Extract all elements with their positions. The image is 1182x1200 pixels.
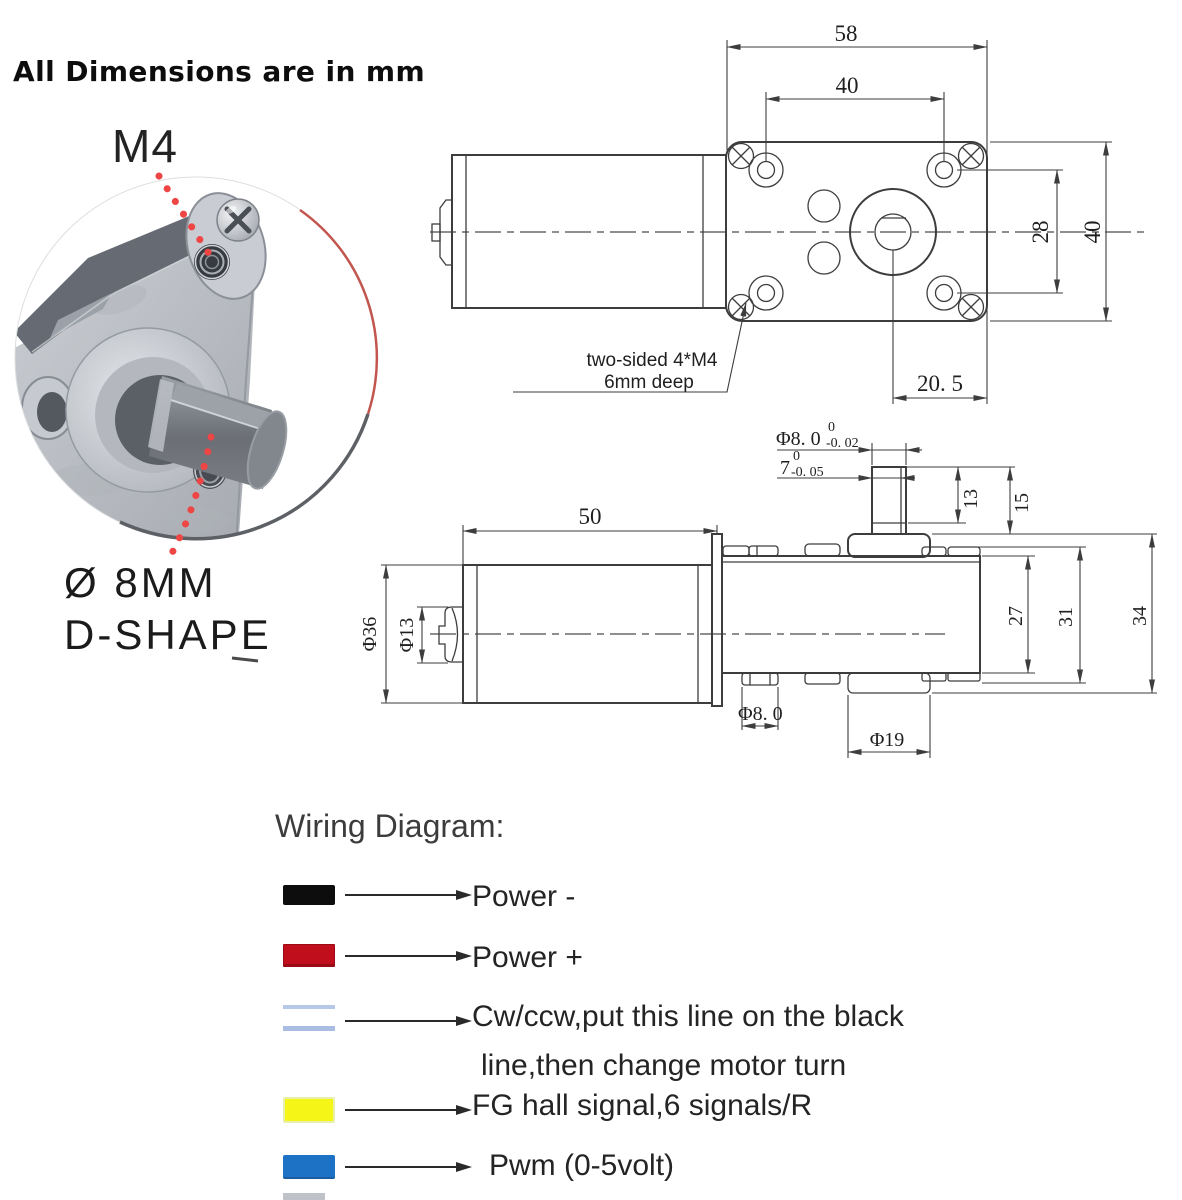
svg-text:15: 15 xyxy=(1011,493,1033,513)
dim-13: 13 xyxy=(906,466,1015,524)
dim-31: 31 xyxy=(958,546,1086,684)
m4-label: M4 xyxy=(112,120,178,172)
shaft-leader-dots xyxy=(168,433,215,557)
d-shaft xyxy=(148,376,288,490)
wire-arrow-blue xyxy=(345,1162,472,1172)
svg-text:0: 0 xyxy=(793,449,800,464)
wire-swatch-red xyxy=(283,944,335,967)
wire-swatch-yellow xyxy=(283,1097,335,1123)
svg-text:13: 13 xyxy=(960,489,982,509)
output-shaft-side xyxy=(871,466,907,535)
mounting-note: two-sided 4*M4 6mm deep xyxy=(513,302,747,393)
wire-arrow-red xyxy=(345,951,472,961)
front-view: 58 40 28 40 xyxy=(430,21,1148,404)
dim-28: 28 xyxy=(957,169,1063,294)
dim-58: 58 xyxy=(726,21,988,404)
svg-text:0: 0 xyxy=(828,420,835,435)
wire-arrow-white xyxy=(345,1016,472,1026)
technical-drawing: M4 Ø 8MM D-SHAPE xyxy=(14,21,1157,758)
svg-text:40: 40 xyxy=(1080,221,1105,244)
svg-text:31: 31 xyxy=(1055,607,1077,627)
wire-label-white-line1: Cw/ccw,put this line on the black xyxy=(472,1000,904,1033)
svg-text:6mm deep: 6mm deep xyxy=(604,372,694,393)
photo-rim-red-arc xyxy=(299,208,379,415)
rear-cap xyxy=(438,606,463,663)
wiring-heading: Wiring Diagram: xyxy=(275,808,505,844)
svg-text:Φ36: Φ36 xyxy=(359,617,381,652)
dim-shaft-dia: Φ8. 0 0 -0. 02 xyxy=(776,420,922,465)
wire-label-black: Power - xyxy=(472,880,576,913)
dim-50: 50 xyxy=(462,504,718,565)
svg-text:Φ8. 0: Φ8. 0 xyxy=(738,703,783,725)
svg-text:28: 28 xyxy=(1028,221,1053,244)
small-dash xyxy=(231,656,259,663)
wire-swatch-blue xyxy=(283,1155,335,1179)
svg-text:27: 27 xyxy=(1005,606,1027,626)
dim-bottom-hole: Φ8. 0 xyxy=(738,687,783,730)
side-view: 50 Φ36 Φ13 Φ8. 0 0 -0. 02 xyxy=(359,420,1157,758)
wire-label-yellow: FG hall signal,6 signals/R xyxy=(472,1089,813,1122)
dim-dia13: Φ13 xyxy=(396,606,448,664)
page-title: All Dimensions are in mm xyxy=(13,55,426,88)
corner-screws xyxy=(727,142,985,321)
dim-27: 27 xyxy=(982,555,1035,674)
dim-dia19: Φ19 xyxy=(847,695,931,758)
d-shaft-flat xyxy=(171,383,275,431)
wire-label-blue: Pwm (0-5volt) xyxy=(489,1149,675,1182)
product-photo xyxy=(15,177,377,539)
svg-text:50: 50 xyxy=(579,504,602,529)
m4-threaded-hole xyxy=(194,244,230,280)
svg-text:40: 40 xyxy=(836,73,859,98)
wire-arrow-black xyxy=(345,890,472,900)
svg-text:Φ19: Φ19 xyxy=(870,729,905,751)
wire-swatch-gray-partial xyxy=(283,1193,325,1200)
dim-dia36: Φ36 xyxy=(359,564,463,704)
svg-text:-0. 02: -0. 02 xyxy=(826,436,859,451)
svg-text:two-sided 4*M4: two-sided 4*M4 xyxy=(587,350,718,371)
top-edge-highlight xyxy=(50,293,112,338)
dim-shaft-flat: 7 0 -0. 05 xyxy=(777,449,915,481)
svg-text:-0. 05: -0. 05 xyxy=(791,465,824,480)
svg-text:34: 34 xyxy=(1129,606,1151,626)
dim-34: 34 xyxy=(932,533,1157,694)
wire-label-red: Power + xyxy=(472,941,583,974)
shaft-pedestal xyxy=(847,533,931,558)
shaft-size-label-line1: Ø 8MM xyxy=(64,559,217,606)
photo-rim-dark-arc xyxy=(119,413,370,541)
svg-text:20. 5: 20. 5 xyxy=(917,371,963,396)
m4-leader-dots xyxy=(155,172,215,261)
wire-arrow-yellow xyxy=(345,1105,472,1115)
wire-swatch-white xyxy=(283,1005,335,1035)
dim-15: 15 xyxy=(1007,466,1033,535)
shaft-size-label-line2: D-SHAPE xyxy=(64,611,272,658)
svg-text:58: 58 xyxy=(835,21,858,46)
dim-40-right: 40 xyxy=(990,141,1112,322)
dim-40-top: 40 xyxy=(765,73,945,162)
svg-text:7: 7 xyxy=(780,457,790,479)
photo-inset: M4 Ø 8MM D-SHAPE xyxy=(14,120,379,663)
bottom-boss xyxy=(847,672,931,694)
front-motor-body xyxy=(431,154,727,309)
wire-label-white-line2: line,then change motor turn xyxy=(481,1049,847,1082)
side-hole xyxy=(21,376,75,440)
wire-swatch-black xyxy=(283,885,335,905)
svg-text:Φ8. 0: Φ8. 0 xyxy=(776,428,821,450)
svg-text:Φ13: Φ13 xyxy=(396,618,418,653)
dim-20-5: 20. 5 xyxy=(892,250,988,404)
d-shaft-end-face xyxy=(246,410,288,490)
side-gearbox xyxy=(711,466,981,707)
